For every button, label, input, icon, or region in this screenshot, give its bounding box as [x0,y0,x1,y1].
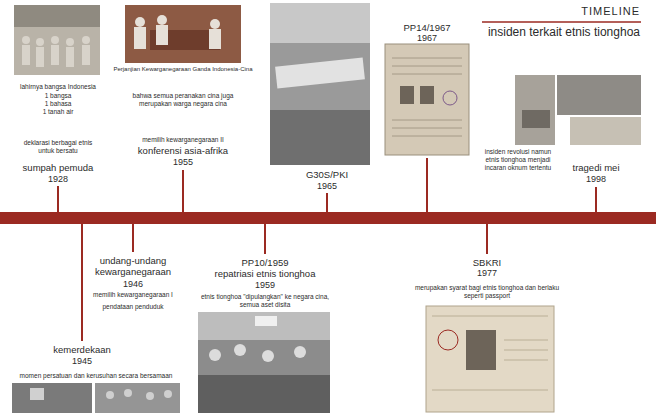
timeline-label: 1 bahasa [23,100,93,108]
timeline-label: merupakan syarat bagi etnis tionghoa dan… [412,284,562,300]
page-title: TIMELINE [480,5,640,18]
timeline-label: kemerdekaan [37,344,127,355]
timeline-label: lahirnya bangsa Indonesia [10,83,106,91]
timeline-label: G30S/PKI [287,169,367,180]
photo-1928 [14,5,100,75]
timeline-label: tragedi mei [551,162,641,173]
photo-1977 [426,306,554,412]
photo-1959 [198,312,330,413]
timeline-label: 1977 [457,268,517,279]
timeline-label: SBKRI [447,257,527,268]
timeline-label: 1945 [52,356,112,367]
timeline-label: PP10/1959 [210,257,320,268]
timeline-label: 1 bangsa [23,92,93,100]
timeline-label: konferensi asia-afrika [121,145,245,156]
timeline-label: deklarasi berbagai etnis untuk bersatu [22,139,94,155]
photo-1998 [515,75,641,145]
timeline-label: etnis tionghoa "dipulangkan" ke negara c… [199,293,331,309]
timeline-label: 1998 [566,174,626,185]
timeline-label: PP14/1967 [387,22,467,33]
timeline-label: 1959 [235,280,295,291]
timeline-label: sumpah pemuda [8,162,108,173]
timeline-label: insiden revolusi namun etnis tionghoa me… [482,148,554,171]
timeline-axis [0,212,656,224]
timeline-label: repatriasi etnis tionghoa [195,268,335,279]
timeline-label: undang-undang kewarganegaraan [85,255,181,278]
timeline-label: pendataan penduduk [83,303,183,311]
timeline-label: 1 tanah air [23,108,93,116]
timeline-label: memilih kewarganegaraan I [83,291,183,299]
timeline-label: 1928 [28,174,88,185]
timeline-label: memilih kewarganegaraan II [123,136,243,144]
timeline-label: 1955 [153,157,213,168]
photo-1965 [270,3,370,165]
timeline-label: 1965 [297,181,357,192]
photo-1967 [385,44,469,155]
photo-1945 [12,383,180,413]
timeline-label: 1967 [397,33,457,44]
timeline-label: momen persatuan dan kerusuhan secara ber… [8,372,184,380]
page-subtitle: insiden terkait etnis tionghoa [440,25,640,39]
timeline-label: bahwa semua peranakan cina juga merupaka… [121,92,245,108]
timeline-label: 1946 [103,279,163,290]
timeline-label: Perjanjian Kewarganegaraan Ganda Indones… [113,66,253,73]
title-underline [482,21,641,23]
photo-1955 [125,5,241,63]
